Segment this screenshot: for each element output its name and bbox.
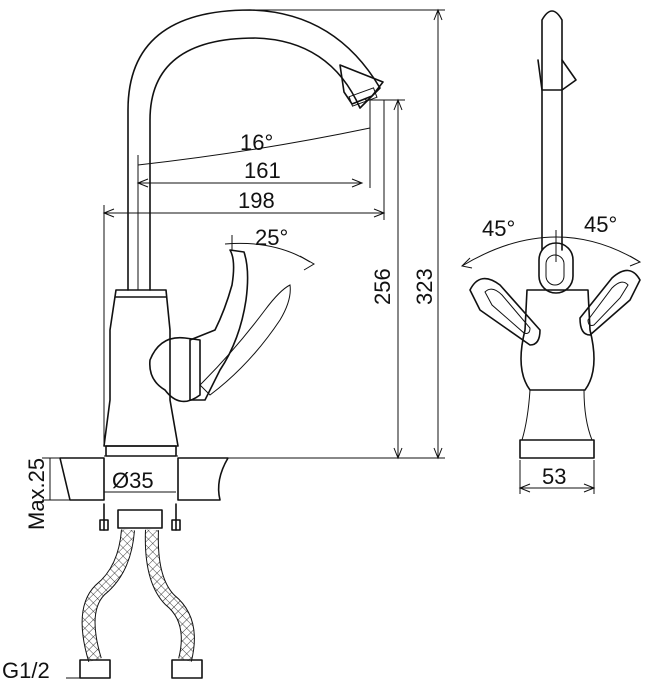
aerator: [339, 64, 384, 105]
dim-base-diameter: Ø35: [112, 468, 154, 493]
dim-left-swing: 45°: [482, 216, 515, 241]
handle-cartridge: [148, 336, 201, 403]
dim-total-height: 323: [412, 268, 437, 305]
mount-nut: [117, 509, 163, 529]
hose-nut-left: [79, 659, 111, 679]
lever-left: [469, 277, 541, 346]
dimension-lines: [42, 8, 445, 679]
dim-reach-outer: 198: [238, 188, 275, 213]
dim-thread: G1/2: [2, 658, 50, 683]
body-front-base: [519, 439, 595, 459]
dim-reach-inner: 161: [244, 158, 281, 183]
dim-right-swing: 45°: [584, 212, 617, 237]
swing-arc: [461, 236, 641, 267]
hose-nut-right: [171, 659, 203, 679]
aerator-front: [537, 59, 577, 91]
dim-body-width: 53: [542, 464, 566, 489]
dim-handle-angle: 25°: [255, 225, 288, 250]
countertop-left: [59, 457, 105, 501]
handle-lever-alt: [199, 284, 291, 396]
faucet-body: [103, 289, 179, 447]
side-view: 16° 161 198 25° 256 323 Ø35 Max.25 G1/2: [2, 8, 445, 683]
handle-lever: [189, 249, 249, 401]
dim-spout-angle: 16°: [240, 130, 273, 155]
spout-outer: [127, 9, 381, 291]
body-front: [520, 289, 595, 391]
body-collar: [105, 445, 177, 457]
lever-right: [579, 269, 641, 336]
dim-outlet-height: 256: [370, 268, 395, 305]
dim-max-thickness: Max.25: [24, 458, 49, 530]
front-view: [460, 10, 642, 494]
spout-front: [541, 10, 563, 251]
aerator-tip: [348, 87, 378, 107]
countertop-right: [177, 457, 229, 501]
